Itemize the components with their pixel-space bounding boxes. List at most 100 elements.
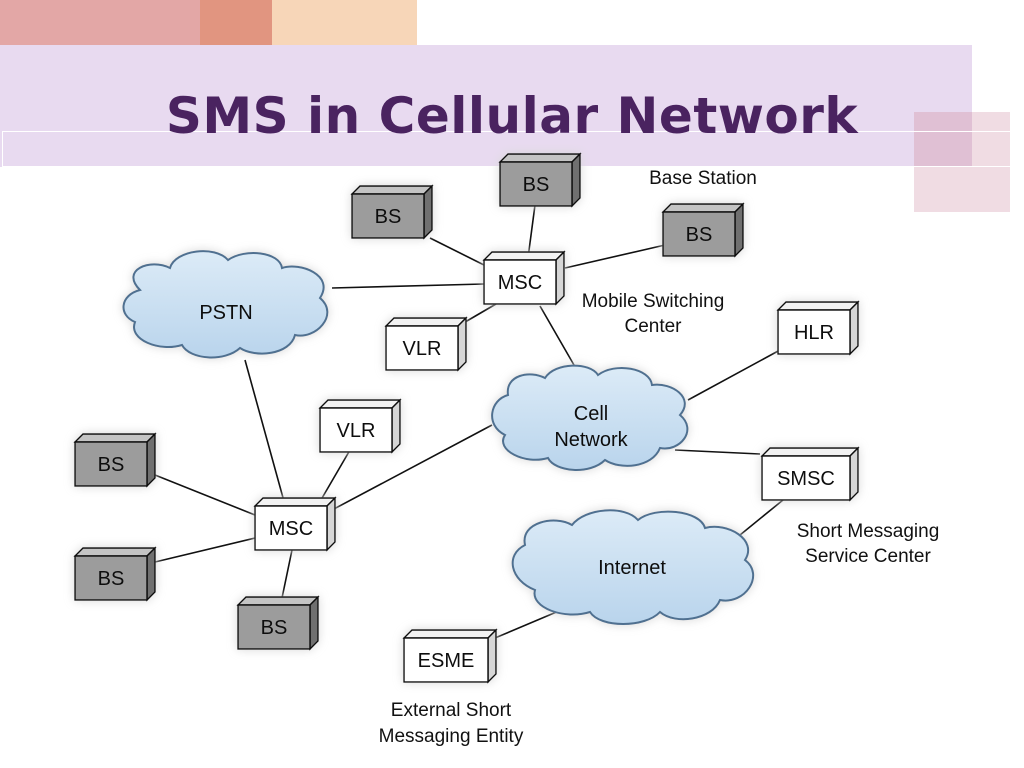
- vlr-top-side-face: [457, 316, 467, 372]
- base-station-left-1-label: BS: [98, 454, 125, 476]
- base-station-bottom-front-face: [237, 604, 311, 650]
- base-station-left-top-label: BS: [375, 206, 402, 228]
- vlr-bottom-top-face: [318, 399, 402, 409]
- base-station-left-2-label: BS: [98, 568, 125, 590]
- cloud-pstn-label: PSTN: [199, 302, 252, 324]
- base-station-top-label: BS: [523, 174, 550, 196]
- link-smsc-internet: [739, 499, 784, 536]
- decor-block-right-solid: [914, 112, 972, 167]
- cloud-pstn-shape: [122, 250, 329, 359]
- base-station-left-1-side-face: [146, 432, 156, 488]
- base-station-left-top: BS: [350, 184, 434, 240]
- msc-top: MSC: [482, 250, 566, 306]
- captions: Base Station Mobile Switching Center Sho…: [379, 168, 940, 747]
- cloud-internet-label: Internet: [598, 557, 666, 579]
- caption-esme-1: External Short: [391, 700, 512, 721]
- smsc-label: SMSC: [777, 468, 835, 490]
- base-station-bottom-side-face: [309, 595, 319, 651]
- cloud-cell-network-shape: [491, 364, 689, 471]
- smsc-side-face: [849, 446, 859, 502]
- caption-msc-1: Mobile Switching: [582, 291, 725, 312]
- base-station-top-side-face: [571, 152, 581, 208]
- base-station-top-front-face: [499, 161, 573, 207]
- msc-bottom-label: MSC: [269, 518, 313, 540]
- caption-smsc-1: Short Messaging: [797, 521, 940, 542]
- base-station-top-top-face: [498, 153, 582, 163]
- smsc-front-face: [761, 455, 851, 501]
- vlr-bottom-label: VLR: [337, 420, 376, 442]
- msc-bottom-top-face: [253, 497, 337, 507]
- base-station-right-top-top-face: [661, 203, 745, 213]
- vlr-top: VLR: [384, 316, 468, 372]
- link-bs2-msc-bottom: [154, 537, 256, 563]
- esme-label: ESME: [418, 650, 475, 672]
- msc-top-top-face: [482, 251, 566, 261]
- hlr: HLR: [776, 300, 860, 356]
- vlr-bottom-side-face: [391, 398, 401, 454]
- caption-smsc-2: Service Center: [805, 546, 931, 567]
- slide-title: SMS in Cellular Network: [165, 87, 859, 145]
- vlr-top-label: VLR: [403, 338, 442, 360]
- hlr-top-face: [776, 301, 860, 311]
- base-station-left-top-side-face: [423, 184, 433, 240]
- base-station-left-1-front-face: [74, 441, 148, 487]
- caption-base-station: Base Station: [649, 168, 757, 189]
- base-station-left-1: BS: [73, 432, 157, 488]
- link-vlr-msc-bottom: [317, 449, 351, 506]
- cloud-cell-label-2: Network: [554, 429, 628, 451]
- connection-lines: [154, 204, 784, 639]
- base-station-left-top-top-face: [350, 185, 434, 195]
- link-bs3-msc-bottom: [281, 549, 293, 599]
- base-station-bottom-label: BS: [261, 617, 288, 639]
- smsc-top-face: [760, 447, 860, 457]
- smsc: SMSC: [760, 446, 860, 502]
- base-station-right-top-label: BS: [686, 224, 713, 246]
- base-station-left-2: BS: [73, 546, 157, 602]
- base-station-left-1-top-face: [73, 433, 157, 443]
- link-cell-msc-bottom: [331, 424, 493, 511]
- esme-side-face: [487, 628, 497, 684]
- base-station-right-top: BS: [661, 202, 745, 258]
- link-bs-righttop-msc: [564, 244, 666, 269]
- esme-top-face: [402, 629, 498, 639]
- link-bs-lefttop-msc: [429, 237, 485, 266]
- msc-top-front-face: [483, 259, 557, 305]
- msc-bottom-front-face: [254, 505, 328, 551]
- link-cell-smsc: [674, 449, 761, 455]
- network-nodes: BS BS BS MSC VLR HLR VLR BS MSC BS BS SMSC ESME: [73, 152, 860, 684]
- link-bs1-msc-bottom: [154, 474, 256, 516]
- hlr-side-face: [849, 300, 859, 356]
- base-station-left-2-top-face: [73, 547, 157, 557]
- base-station-left-2-front-face: [74, 555, 148, 601]
- base-station-bottom-top-face: [236, 596, 320, 606]
- vlr-top-front-face: [385, 325, 459, 371]
- base-station-right-top-side-face: [734, 202, 744, 258]
- cloud-cell-network: Cell Network: [491, 364, 689, 471]
- cloud-internet-shape: [511, 509, 755, 625]
- msc-top-side-face: [555, 250, 565, 306]
- link-bs-top-msc: [527, 204, 536, 259]
- msc-top-label: MSC: [498, 272, 542, 294]
- vlr-bottom-front-face: [319, 407, 393, 453]
- caption-msc-2: Center: [624, 316, 682, 337]
- hlr-front-face: [777, 309, 851, 355]
- link-pstn-msc-bottom: [244, 359, 286, 506]
- vlr-top-top-face: [384, 317, 468, 327]
- caption-esme-2: Messaging Entity: [379, 726, 524, 747]
- link-hlr-cell: [687, 349, 781, 401]
- esme-front-face: [403, 637, 489, 683]
- link-internet-esme: [494, 607, 567, 639]
- base-station-right-top-front-face: [662, 211, 736, 257]
- link-pstn-msc: [331, 283, 485, 289]
- base-station-left-top-front-face: [351, 193, 425, 239]
- msc-bottom-side-face: [326, 496, 336, 552]
- title-band: [0, 45, 972, 167]
- link-msc-cell: [539, 305, 579, 373]
- cloud-cell-label-1: Cell: [574, 403, 608, 425]
- vlr-bottom: VLR: [318, 398, 402, 454]
- esme: ESME: [402, 628, 498, 684]
- hlr-label: HLR: [794, 322, 834, 344]
- cloud-pstn: PSTN: [122, 250, 329, 359]
- base-station-bottom: BS: [236, 595, 320, 651]
